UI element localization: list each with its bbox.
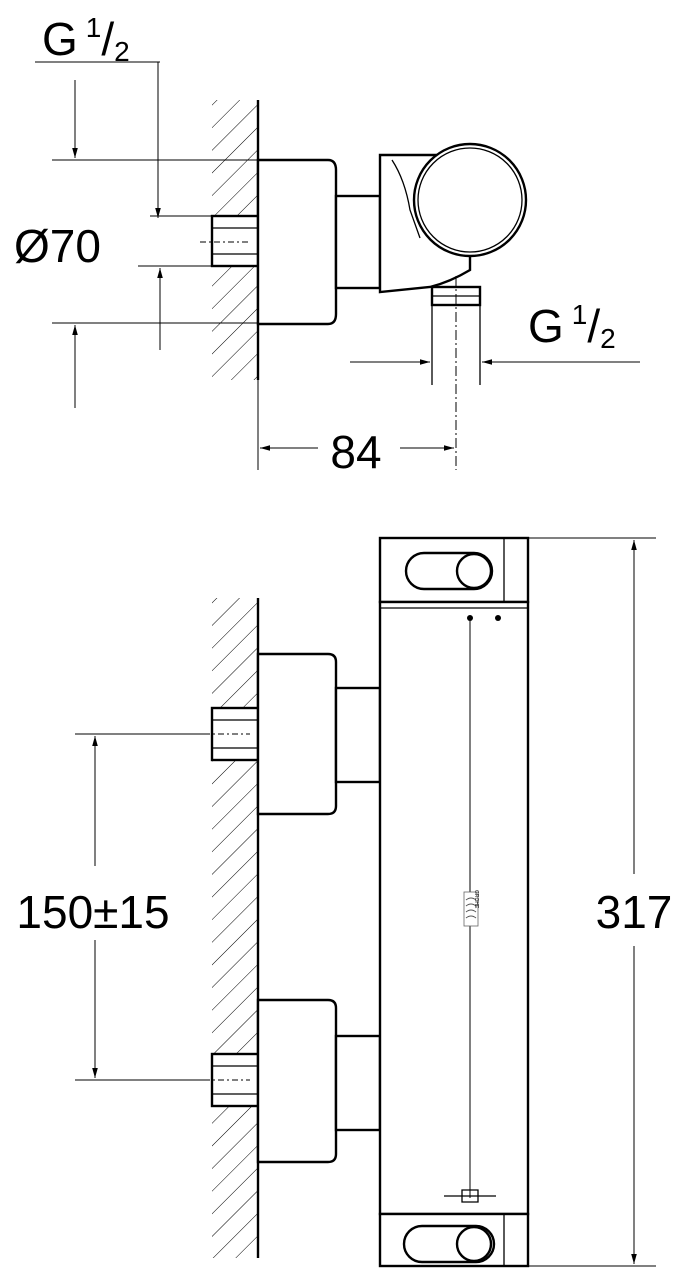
height-label: 317 xyxy=(596,886,673,938)
spacing-label: 150±15 xyxy=(16,886,169,938)
upper-escutcheon xyxy=(256,652,338,816)
lower-escutcheon xyxy=(256,998,338,1164)
diameter-label: Ø70 xyxy=(14,220,101,272)
front-view: GROHE 150±15 317 xyxy=(16,536,673,1268)
mixer-body-front xyxy=(378,600,530,1216)
handle-circle-top xyxy=(412,142,528,258)
escutcheon-top xyxy=(256,158,338,326)
logo-text: GROHE xyxy=(473,890,479,909)
body-stub-top xyxy=(334,194,382,290)
inlet-nut-top xyxy=(210,214,260,268)
grohe-logo: GROHE xyxy=(463,890,479,927)
depth-label: 84 xyxy=(330,426,381,478)
wall-hatch-front xyxy=(212,598,258,1258)
